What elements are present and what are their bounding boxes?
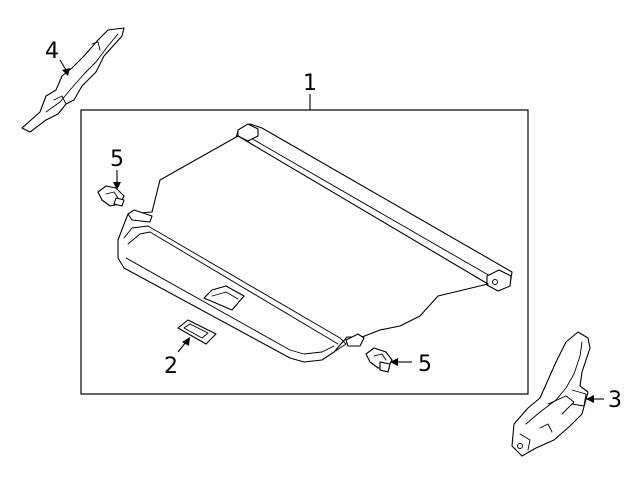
handle-insert-body <box>177 319 217 345</box>
roller-edge-line <box>248 136 498 281</box>
callout-1: 1 <box>303 71 317 96</box>
bracket-left-notch <box>53 95 67 105</box>
handle-recess <box>203 285 245 311</box>
callout-5-left: 5 <box>110 147 124 172</box>
clip-left <box>97 185 125 207</box>
side-tab-left <box>127 209 153 223</box>
clip-left-detail <box>105 191 119 199</box>
leader-2 <box>177 341 187 353</box>
bracket-right-body <box>511 331 591 457</box>
clip-right-prong <box>379 361 391 373</box>
bracket-right-flange <box>547 395 575 415</box>
assembly-frame <box>80 109 529 395</box>
arrow-4 <box>62 68 70 76</box>
bracket-right-notch <box>539 423 553 433</box>
panel-lower-edge <box>125 257 335 355</box>
clip-right-detail <box>373 353 387 361</box>
callout-2: 2 <box>164 354 178 379</box>
bracket-left-body <box>21 27 125 133</box>
pull-bar-edge <box>123 225 347 353</box>
handle-recess-inner <box>211 291 239 300</box>
callout-4: 4 <box>45 39 59 64</box>
bracket-right-foot <box>519 433 531 451</box>
leader-4 <box>59 59 67 71</box>
end-cap-right <box>486 269 512 292</box>
bracket-right-hole <box>517 443 523 449</box>
bracket-right <box>511 331 591 457</box>
handle-insert-inner <box>183 323 209 339</box>
arrow-5-left <box>113 182 121 190</box>
arrow-5-right <box>390 358 398 366</box>
bracket-right-ridge <box>525 341 583 425</box>
pull-bar-inner <box>127 231 339 345</box>
bracket-left <box>21 27 125 133</box>
bracket-left-ridge <box>45 33 119 113</box>
callout-3: 3 <box>608 388 622 413</box>
side-tab-right <box>345 333 365 347</box>
leaders <box>59 59 604 403</box>
bracket-left-notch-upper <box>91 41 101 51</box>
bracket-right-tab <box>571 389 587 407</box>
end-cap-hole <box>492 279 498 285</box>
clip-left-prong <box>113 197 125 207</box>
cargo-cover-assembly <box>117 123 513 363</box>
handle-insert <box>177 319 217 345</box>
clip-right <box>365 347 393 373</box>
callout-5-right: 5 <box>418 352 432 377</box>
arrow-2 <box>182 337 190 346</box>
arrow-3 <box>586 395 594 403</box>
